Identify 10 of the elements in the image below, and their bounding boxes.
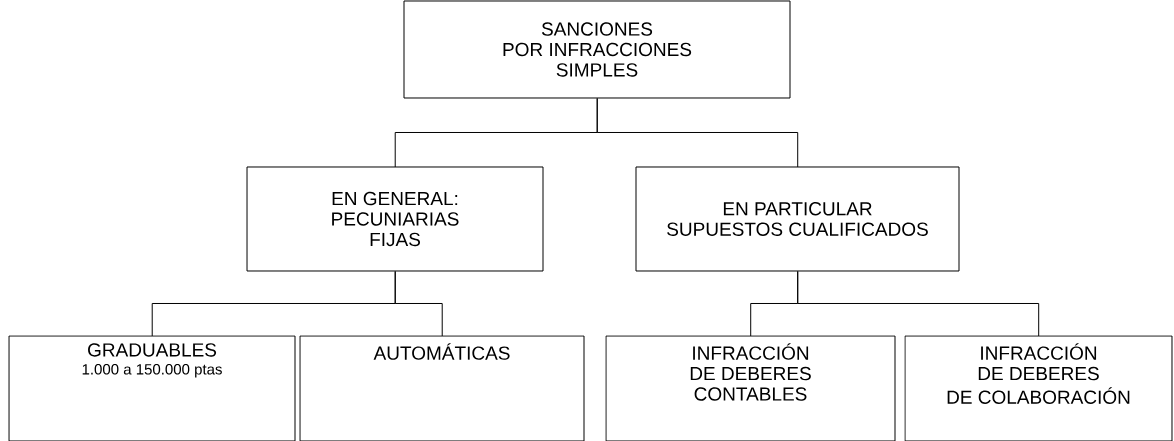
connector <box>596 97 799 168</box>
box: SANCIONES POR INFRACCIONES SIMPLES <box>403 0 791 99</box>
box: INFRACCIÓN DE DEBERES DE COLABORACIÓN <box>904 335 1173 441</box>
box: AUTOMÁTICAS <box>299 335 585 441</box>
box: INFRACCIÓN DE DEBERES CONTABLES <box>605 335 896 441</box>
connector <box>394 270 443 337</box>
connector <box>797 270 1040 337</box>
box: EN GENERAL: PECUNIARIAS FIJAS <box>246 166 544 272</box>
box: GRADUABLES 1.000 a 150.000 ptas <box>8 335 296 441</box>
box: EN PARTICULAR SUPUESTOS CUALIFICADOS <box>635 166 960 272</box>
